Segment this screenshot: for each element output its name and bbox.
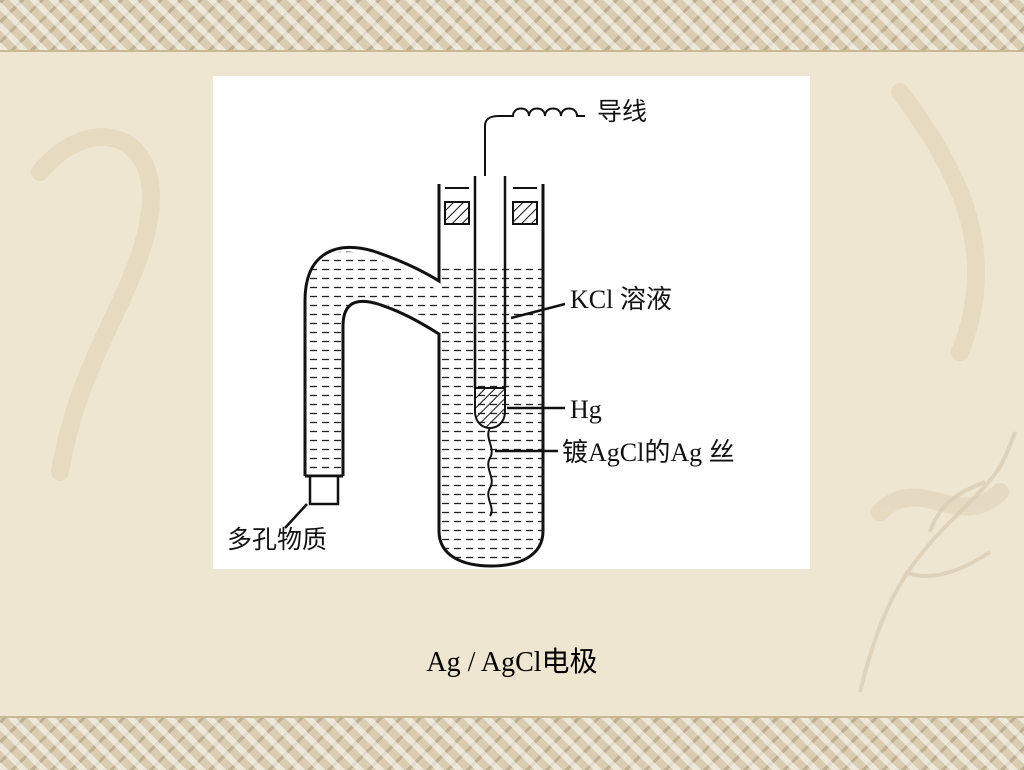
ag-wire: [487, 427, 493, 517]
ag-agcl-electrode-diagram: 导线 KCl 溶液 Hg 镀AgCl的Ag 丝 多孔物质: [227, 97, 735, 568]
decorative-bottom-border: [0, 716, 1024, 770]
glass-tube: [303, 184, 545, 568]
label-hg: Hg: [570, 395, 602, 424]
label-kcl-solution: KCl 溶液: [570, 285, 672, 314]
background-ornament: [31, 83, 1017, 693]
label-wire: 导线: [597, 97, 647, 126]
label-ag-wire: 镀AgCl的Ag 丝: [562, 438, 735, 467]
figure-panel: 导线 KCl 溶液 Hg 镀AgCl的Ag 丝 多孔物质: [213, 76, 810, 569]
figure-caption: Ag / AgCl电极: [426, 647, 598, 678]
kcl-liquid: [305, 251, 543, 567]
stopper: [444, 187, 538, 225]
lead-wire: [484, 107, 585, 176]
decorative-top-border: [0, 0, 1024, 52]
leader-lines: [284, 302, 566, 529]
hg-plug: [474, 387, 506, 430]
inner-tube: [473, 176, 507, 388]
label-porous-material: 多孔物质: [227, 525, 327, 554]
